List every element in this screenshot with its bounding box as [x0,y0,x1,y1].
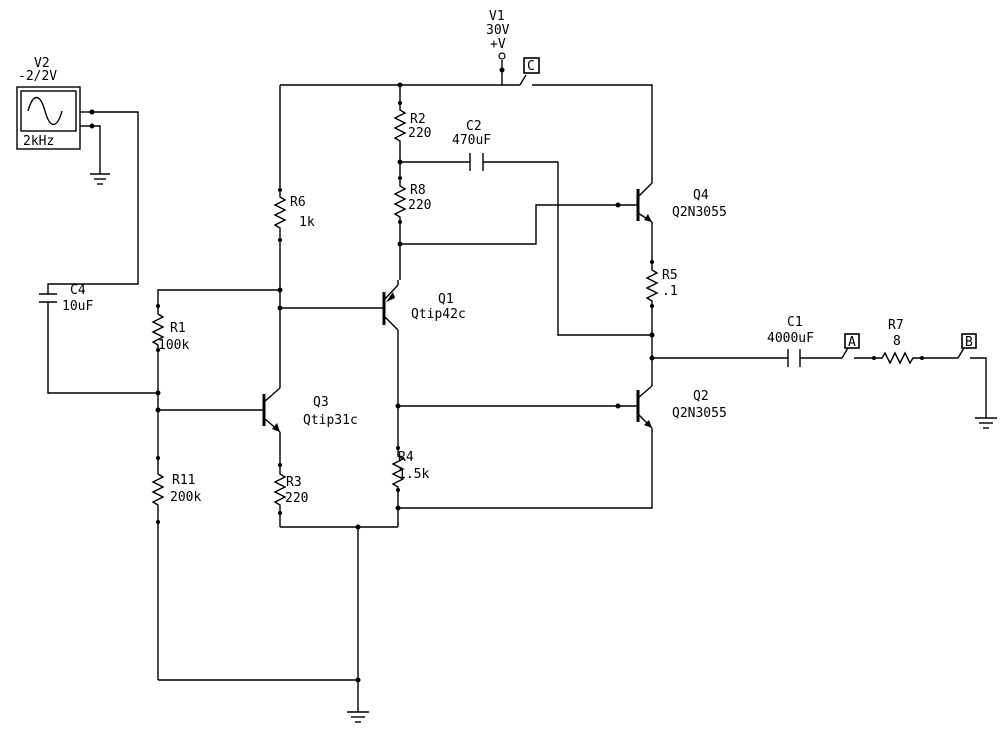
function-generator-v2[interactable] [16,86,92,150]
capacitor-c2[interactable] [469,153,484,171]
r11-ref: R11 [172,473,195,488]
ground-symbol-v2 [90,173,110,185]
resistor-r2[interactable] [393,103,407,143]
r11-value: 200k [170,490,201,505]
resistor-r1[interactable] [151,306,165,350]
q2-ref: Q2 [693,389,709,404]
r8-value: 220 [408,198,431,213]
r4-ref: R4 [398,450,414,465]
r3-value: 220 [285,491,308,506]
r2-ref: R2 [410,112,426,127]
resistor-r3[interactable] [273,465,287,513]
q4-value: Q2N3055 [672,205,727,220]
r6-ref: R6 [290,195,306,210]
r5-value: .1 [662,284,678,299]
resistor-r5[interactable] [645,262,659,306]
transistor-q2[interactable] [618,380,653,432]
transistor-q3[interactable] [246,378,281,433]
c4-value: 10uF [62,299,93,314]
resistor-r11[interactable] [151,458,165,522]
r8-ref: R8 [410,183,426,198]
v1-ref: V1 [489,9,505,24]
q3-value: Qtip31c [303,413,358,428]
r3-ref: R3 [286,475,302,490]
resistor-r7[interactable] [874,351,922,365]
resistor-r6[interactable] [273,190,287,240]
v1-node: +V [490,37,506,52]
probe-c-label: C [527,59,535,74]
c4-ref: C4 [70,283,86,298]
transistor-q4[interactable] [618,168,653,223]
resistor-r8[interactable] [393,178,407,222]
c1-ref: C1 [787,315,803,330]
probe-c[interactable]: C [519,57,540,86]
q3-ref: Q3 [313,395,329,410]
supply-terminal-v1[interactable] [498,52,506,60]
q1-ref: Q1 [438,292,454,307]
ground-symbol-output [975,417,997,429]
transistor-q1[interactable] [362,280,399,335]
q1-value: Qtip42c [411,307,466,322]
wires [47,60,987,712]
v1-value: 30V [486,23,510,38]
v2-ref: V2 [34,56,50,71]
c2-ref: C2 [466,119,482,134]
probe-b[interactable]: B [957,333,977,359]
probe-b-label: B [965,335,973,350]
probe-a[interactable]: A [841,333,860,359]
v2-value: -2/2V [18,69,57,84]
r1-value: 100k [158,338,189,353]
ground-symbol-main [347,711,369,723]
component-labels: V1 30V +V V2 -2/2V 2kHz R2 220 C2 470uF … [18,9,904,506]
r2-value: 220 [408,126,431,141]
probe-a-label: A [848,335,856,350]
r4-value: 1.5k [398,467,429,482]
r5-ref: R5 [662,268,678,283]
r6-value: 1k [299,215,315,230]
r1-ref: R1 [170,321,186,336]
capacitor-c4[interactable] [39,293,57,303]
v2-freq: 2kHz [23,134,54,149]
capacitor-c1[interactable] [787,349,801,367]
q4-ref: Q4 [693,188,709,203]
r7-value: 8 [893,334,901,349]
r7-ref: R7 [888,318,904,333]
q2-value: Q2N3055 [672,406,727,421]
resistor-r4[interactable] [391,448,405,490]
c1-value: 4000uF [767,331,814,346]
c2-value: 470uF [452,133,491,148]
junction-dots [89,67,924,683]
